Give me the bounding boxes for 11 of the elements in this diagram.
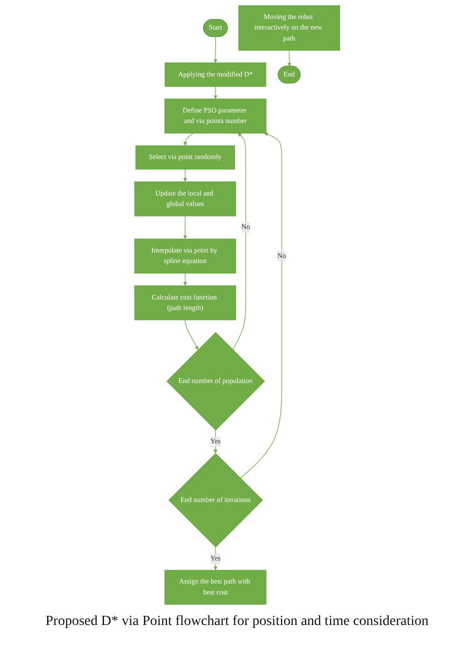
arrow: [240, 132, 282, 478]
caption: Proposed D* via Point flowchart for position and time consideration: [44, 614, 430, 630]
arrow: [183, 169, 187, 182]
arrow: [183, 216, 187, 240]
arrow: [183, 132, 194, 146]
arrow: [232, 133, 246, 350]
arrow: [213, 86, 218, 100]
arrow: [287, 50, 292, 66]
arrow: [213, 36, 218, 63]
arrow: [184, 320, 198, 350]
arrow: [183, 272, 187, 286]
